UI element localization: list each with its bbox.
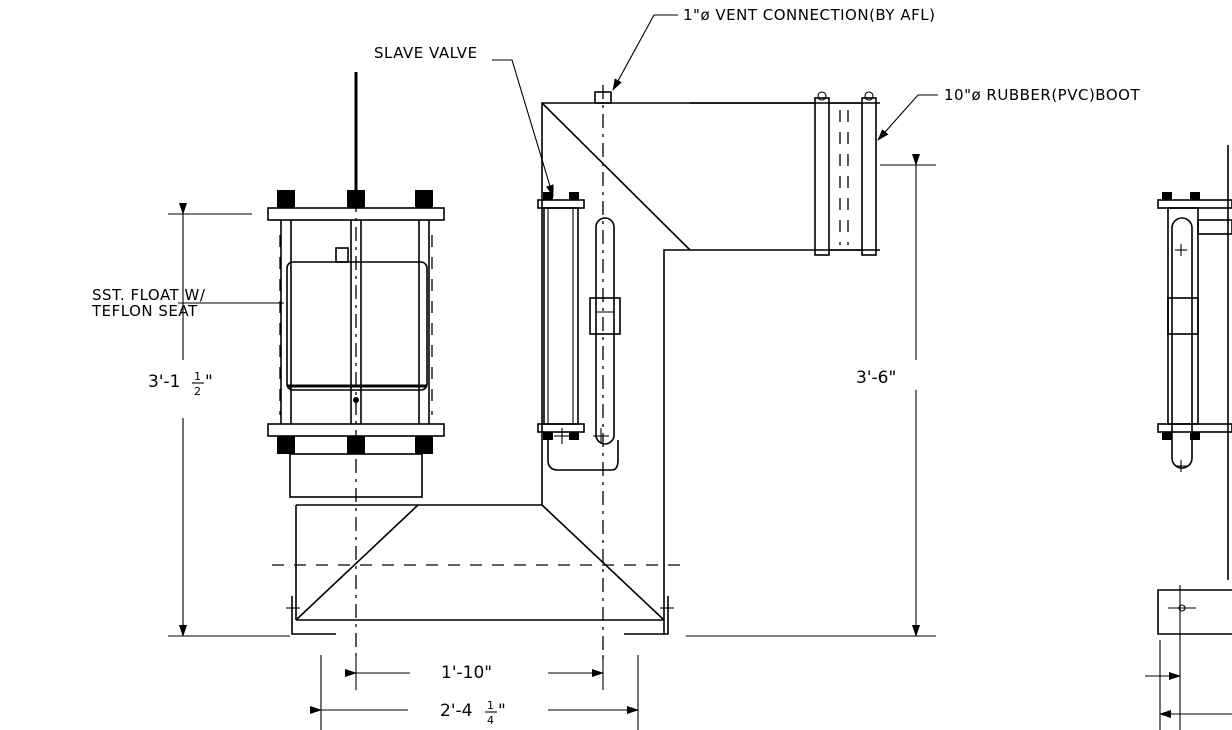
svg-text:3'-1: 3'-1 [148,372,180,392]
float-label-line1: SST. FLOAT W/ [92,286,206,304]
side-view-partial [1145,145,1232,730]
float-assembly [267,72,445,498]
svg-text:": " [205,372,213,392]
svg-text:2'-4: 2'-4 [440,701,472,721]
boot-label: 10"ø RUBBER(PVC)BOOT [944,86,1140,104]
boot-callout [877,94,938,141]
housing-body [168,102,936,637]
dimension-left [168,203,252,637]
vent-label: 1"ø VENT CONNECTION(BY AFL) [683,6,935,24]
slave-valve-label: SLAVE VALVE [374,44,478,62]
svg-text:1: 1 [487,699,494,712]
dimension-bottom [310,655,639,730]
vent-callout [612,14,678,91]
rubber-boot [690,91,936,256]
svg-text:1: 1 [194,370,201,383]
svg-text:2: 2 [194,385,201,398]
svg-text:4: 4 [487,714,494,727]
dimension-left-text: 3'-1 1 2 " [148,370,213,398]
slave-valve-callout [492,59,554,197]
dimension-outer-width: 2'-4 1 4 " [440,699,506,727]
float-label-line2: TEFLON SEAT [91,302,198,320]
svg-text:": " [498,701,506,721]
dimension-right-text: 3'-6" [856,368,896,388]
dimension-inner-width: 1'-10" [441,663,492,683]
slave-valve [537,192,621,471]
